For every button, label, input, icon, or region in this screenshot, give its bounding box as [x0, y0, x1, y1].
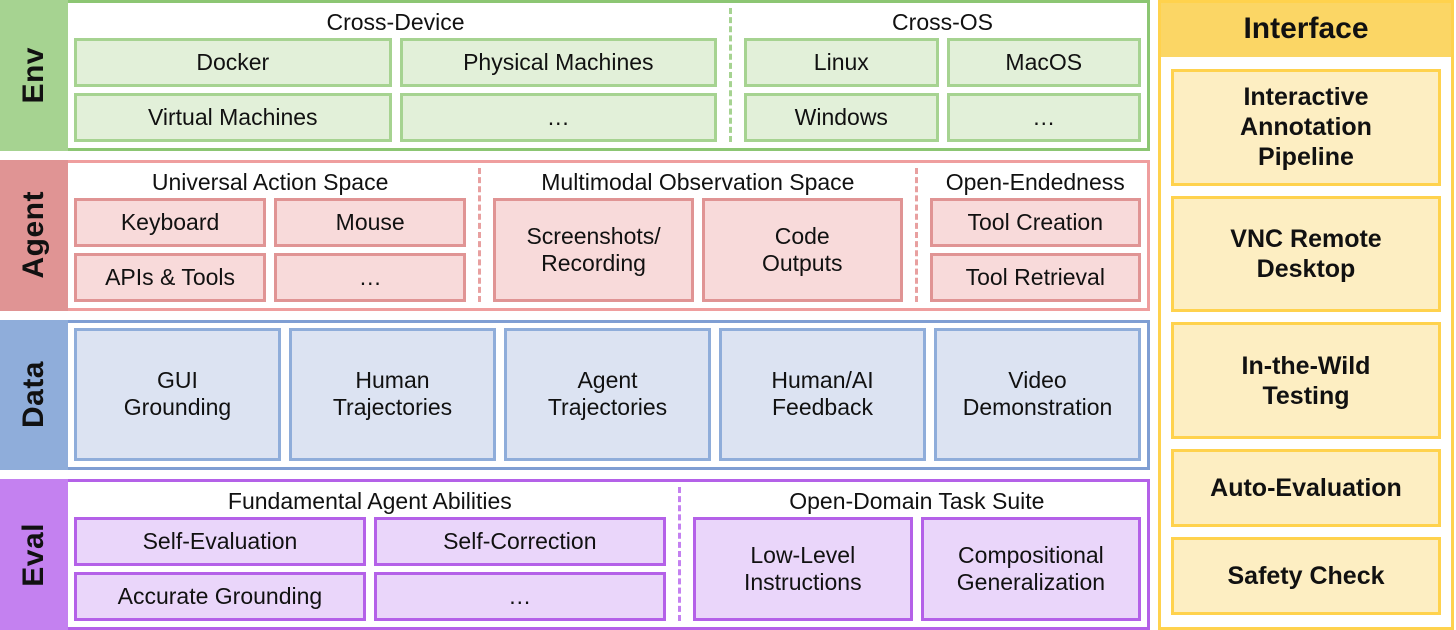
box-env[interactable]: …: [946, 92, 1142, 142]
box-agent[interactable]: Tool Creation: [929, 197, 1141, 247]
box-agent[interactable]: APIs & Tools: [74, 252, 267, 302]
group-divider: [914, 167, 918, 302]
interface-panel: Interface Interactive Annotation Pipelin…: [1158, 0, 1454, 630]
group-title: Cross-Device: [326, 9, 465, 35]
interface-item[interactable]: VNC Remote Desktop: [1171, 195, 1441, 313]
box-env[interactable]: Docker: [74, 38, 392, 87]
box-agent[interactable]: Keyboard: [74, 197, 267, 247]
group-divider: [478, 167, 482, 302]
box-data[interactable]: Agent Trajectories: [504, 327, 711, 462]
box-eval[interactable]: Self-Evaluation: [74, 517, 366, 567]
box-eval[interactable]: Low-Level Instructions: [692, 517, 913, 621]
box-eval[interactable]: Self-Correction: [373, 517, 666, 567]
group-divider: [677, 487, 681, 621]
box-agent[interactable]: Screenshots/ Recording: [493, 197, 694, 302]
box-env[interactable]: Linux: [744, 38, 939, 87]
box-row: Windows…: [744, 92, 1142, 142]
group-title: Fundamental Agent Abilities: [227, 488, 512, 515]
interface-panel-title: Interface: [1161, 3, 1451, 57]
box-env[interactable]: …: [399, 92, 718, 142]
layer-label-text: Env: [17, 47, 50, 104]
interface-item[interactable]: Safety Check: [1171, 537, 1441, 616]
group-title: Universal Action Space: [151, 168, 389, 195]
group-title: Open-Domain Task Suite: [789, 488, 1045, 515]
layer-label-env: Env: [0, 0, 68, 151]
layer-label-data: Data: [0, 319, 68, 471]
box-row: Accurate Grounding…: [74, 572, 666, 622]
group-divider: [729, 8, 733, 142]
layer-label-text: Data: [17, 361, 50, 429]
box-agent[interactable]: Code Outputs: [701, 197, 903, 302]
box-env[interactable]: Windows: [744, 92, 939, 142]
layer-label-agent: Agent: [0, 159, 68, 311]
box-row: Virtual Machines…: [74, 92, 718, 142]
layer-label-text: Eval: [17, 522, 50, 587]
box-row: Tool Creation: [929, 197, 1141, 247]
box-env[interactable]: Physical Machines: [399, 38, 718, 87]
layer-label-text: Agent: [17, 191, 50, 279]
interface-item[interactable]: Interactive Annotation Pipeline: [1171, 69, 1441, 186]
box-eval[interactable]: Accurate Grounding: [74, 572, 366, 622]
box-agent[interactable]: Mouse: [274, 197, 467, 247]
box-data[interactable]: GUI Grounding: [74, 327, 281, 462]
box-data[interactable]: Human/AI Feedback: [719, 327, 926, 462]
group-title: Open-Endedness: [945, 168, 1125, 195]
box-agent[interactable]: Tool Retrieval: [929, 252, 1141, 302]
group-title: Multimodal Observation Space: [541, 168, 855, 195]
interface-item[interactable]: Auto-Evaluation: [1171, 449, 1441, 528]
box-data[interactable]: Video Demonstration: [934, 327, 1141, 462]
box-agent[interactable]: …: [274, 252, 467, 302]
box-env[interactable]: Virtual Machines: [74, 92, 392, 142]
box-eval[interactable]: …: [373, 572, 666, 622]
box-data[interactable]: Human Trajectories: [289, 327, 496, 462]
box-eval[interactable]: Compositional Generalization: [920, 517, 1141, 621]
box-row: APIs & Tools…: [74, 252, 467, 302]
group-title: Cross-OS: [892, 9, 993, 35]
interface-item[interactable]: In-the-Wild Testing: [1171, 322, 1441, 440]
layer-label-eval: Eval: [0, 479, 68, 630]
box-row: Tool Retrieval: [929, 252, 1141, 302]
box-env[interactable]: MacOS: [946, 38, 1142, 87]
